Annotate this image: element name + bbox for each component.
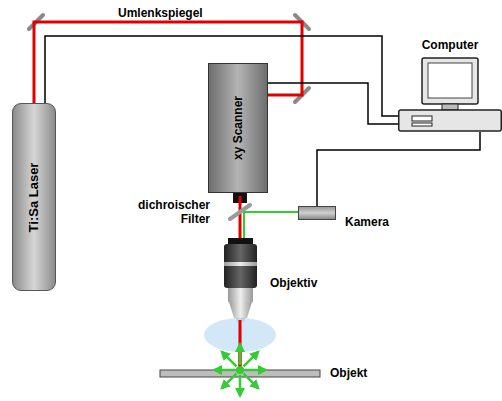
emission-arrow [239,375,242,396]
object-label-text: Objekt [330,366,367,380]
emission-arrow [222,352,237,367]
laser-box: Ti:Sa Laser [12,103,56,291]
camera-symbol [298,206,336,220]
objective-label-text: Objektiv [270,276,317,290]
emission-arrows [214,344,266,396]
laser-beam [239,320,242,368]
emission-arrow [239,344,242,365]
computer-icon: Computer [398,40,502,132]
node-label: Kamera [345,215,389,229]
filter-label-text: dichroischer Filter [138,198,210,226]
objective-label: Objektiv [270,276,317,290]
mirror-label: Umlenkspiegel [118,6,203,20]
camera-cable [317,132,480,206]
object-label: Objekt [330,366,367,380]
emission-arrow [245,369,266,372]
computer-symbol [398,40,502,132]
mirror-label-text: Umlenkspiegel [118,6,203,20]
emission-arrow [244,352,259,367]
objective-lens [224,238,257,322]
dichroic-filter [230,205,250,219]
filter-label: dichroischer Filter [128,198,210,226]
camera-box: Kamera [298,202,398,224]
node-label: Ti:Sa Laser [27,162,42,232]
scanner-box: xy Scanner [208,63,268,193]
node-label: xy Scanner [231,96,245,160]
emission-arrow [244,374,259,389]
node-label: Computer [398,38,502,52]
focus-spot [236,366,244,374]
emission-arrow [214,369,235,372]
control-cable [268,83,398,124]
emission-arrow [222,374,237,389]
